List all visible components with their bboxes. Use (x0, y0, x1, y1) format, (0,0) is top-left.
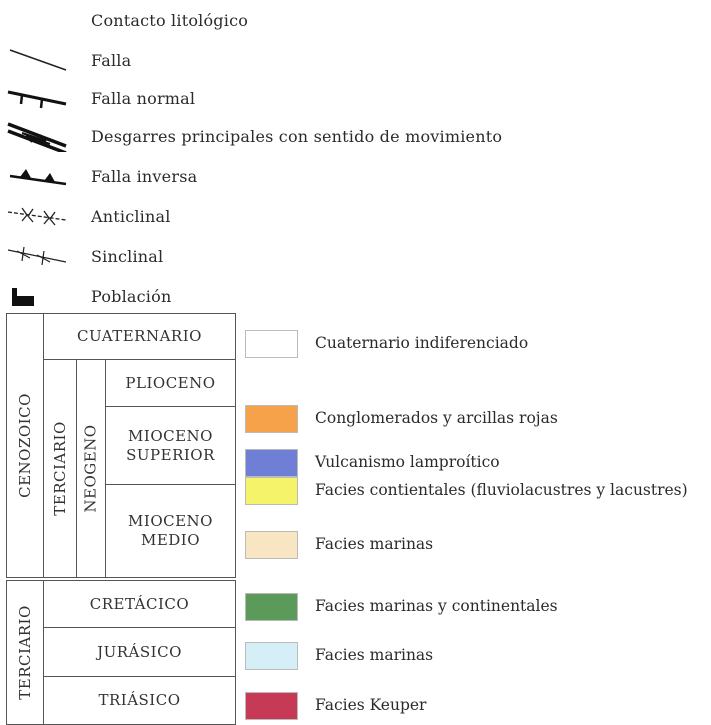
legend-label: Facies marinas y continentales (315, 597, 558, 615)
legend-label: Facies marinas (315, 535, 434, 553)
contact-line-blank (0, 6, 80, 36)
legend-label: Facies marinas (315, 646, 434, 664)
color-swatch (245, 405, 298, 433)
period-label: TRIÁSICO (98, 691, 181, 709)
era-label: TERCIARIO (15, 605, 34, 700)
epoch-mioceno-medio: MIOCENO MEDIO (105, 484, 236, 578)
legend-label: Facies contientales (fluviolacustres y l… (315, 481, 688, 499)
symbol-label: Contacto litológico (91, 11, 249, 30)
fault-line-icon (0, 46, 80, 76)
symbol-row-strike-slip: Desgarres principales con sentido de mov… (0, 122, 711, 152)
town-icon (0, 282, 80, 312)
color-swatch (245, 593, 298, 621)
legend-item: Cuaternario indiferenciado (245, 330, 711, 360)
epoch-mioceno-superior: MIOCENO SUPERIOR (105, 406, 236, 485)
symbol-label: Desgarres principales con sentido de mov… (91, 127, 503, 146)
strike-slip-fault-icon (0, 122, 80, 152)
reverse-fault-icon (0, 162, 80, 192)
period-label: JURÁSICO (97, 642, 182, 661)
color-swatch (245, 477, 298, 505)
epoch-label: PLIOCENO (125, 373, 216, 392)
epoch-plioceno: PLIOCENO (105, 359, 236, 407)
epoch-label: MIOCENO SUPERIOR (126, 426, 215, 464)
color-swatch (245, 449, 298, 477)
symbol-row-normal-fault: Falla normal (0, 84, 711, 114)
period-label: CRETÁCICO (89, 594, 190, 613)
period-cretacico: CRETÁCICO (43, 580, 236, 628)
symbol-label: Falla normal (91, 89, 196, 108)
normal-fault-icon (0, 84, 80, 114)
legend-item: Conglomerados y arcillas rojas (245, 405, 711, 435)
legend-item: Facies marinas (245, 642, 711, 672)
symbol-row-contact: Contacto litológico (0, 6, 711, 36)
period-jurasico: JURÁSICO (43, 627, 236, 677)
symbol-row-syncline: Sinclinal (0, 242, 711, 272)
subperiod-label: NEOGENO (81, 424, 100, 513)
period-triasico: TRIÁSICO (43, 676, 236, 725)
anticline-icon (0, 202, 80, 232)
legend-label: Cuaternario indiferenciado (315, 334, 529, 352)
symbol-label: Falla inversa (91, 167, 198, 186)
symbol-row-reverse-fault: Falla inversa (0, 162, 711, 192)
symbol-label: Sinclinal (91, 247, 164, 266)
legend-item: Facies contientales (fluviolacustres y l… (245, 477, 711, 507)
legend-item: Facies marinas y continentales (245, 593, 711, 623)
color-swatch (245, 642, 298, 670)
legend-item: Vulcanismo lamproítico (245, 449, 711, 479)
epoch-label: MIOCENO MEDIO (128, 512, 213, 549)
period-cuaternario: CUATERNARIO (43, 313, 236, 360)
subperiod-neogeno: NEOGENO (76, 359, 106, 578)
symbol-label: Población (91, 287, 172, 306)
color-swatch (245, 531, 298, 559)
color-swatch (245, 692, 298, 720)
era-label: CENOZOICO (15, 393, 34, 498)
period-terciario: TERCIARIO (43, 359, 77, 578)
symbol-label: Falla (91, 51, 132, 70)
period-label: TERCIARIO (50, 421, 69, 516)
symbol-row-anticline: Anticlinal (0, 202, 711, 232)
legend-item: Facies marinas (245, 531, 711, 561)
symbol-row-town: Población (0, 282, 711, 312)
legend-label: Vulcanismo lamproítico (315, 453, 500, 471)
era-cenozoico: CENOZOICO (6, 313, 44, 578)
color-swatch (245, 330, 298, 358)
legend-label: Facies Keuper (315, 696, 427, 714)
legend-item: Facies Keuper (245, 692, 711, 722)
period-label: CUATERNARIO (77, 327, 202, 345)
symbol-row-fault: Falla (0, 46, 711, 76)
era-terciario: TERCIARIO (6, 580, 44, 725)
symbol-label: Anticlinal (91, 207, 171, 226)
legend-label: Conglomerados y arcillas rojas (315, 409, 558, 427)
syncline-icon (0, 242, 80, 272)
